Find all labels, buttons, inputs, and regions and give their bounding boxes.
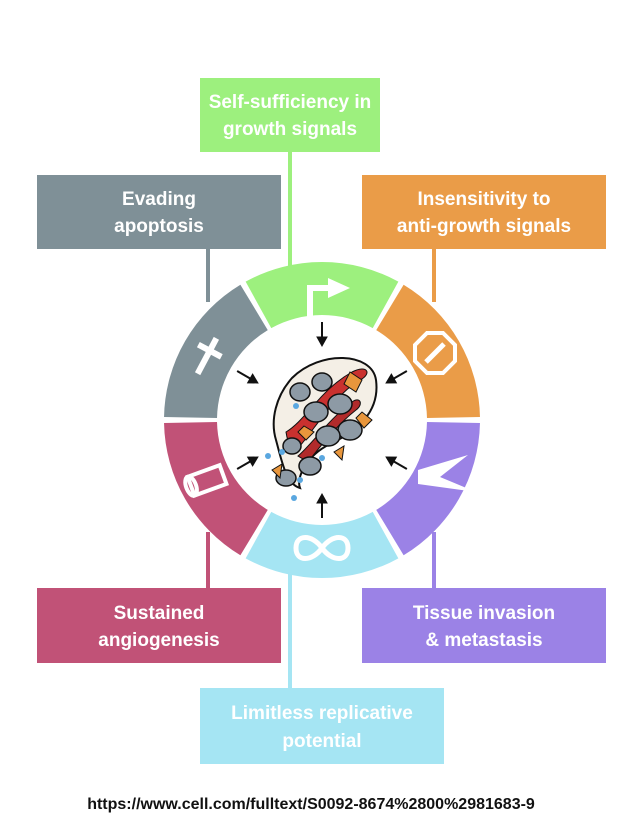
label-growth-signals-line1: Self-sufficiency in [209,92,372,113]
label-invasion-line2: & metastasis [425,630,542,651]
label-angiogenesis-line1: Sustained [114,603,205,624]
label-invasion-line1: Tissue invasion [413,603,555,624]
box-apoptosis: Evading apoptosis [37,175,281,249]
jagged-invasion-icon [418,455,476,492]
box-anti-growth: Insensitivity to anti-growth signals [362,175,606,249]
arrow-from-angiogenesis [236,456,259,470]
no-entry-icon [413,331,457,375]
tumor-cells-illustration [265,357,378,501]
cross-icon [194,336,223,376]
label-growth-signals-line2: growth signals [223,119,357,140]
box-angiogenesis: Sustained angiogenesis [37,588,281,663]
ring-segment-growth-signals [245,262,399,329]
arrow-from-growth [316,322,328,348]
label-apoptosis-line2: apoptosis [114,216,204,237]
blood-vessel-icon [183,462,230,499]
connector-lines [206,152,436,690]
label-replicative-line1: Limitless replicative [231,703,413,724]
arrow-from-replicative [316,492,328,518]
box-replicative: Limitless replicative potential [200,688,444,764]
arrow-from-anti-growth [385,370,408,384]
infinity-icon [293,535,351,561]
label-anti-growth-line2: anti-growth signals [397,216,571,237]
ring-segment-invasion [376,422,480,556]
arrow-from-apoptosis [236,370,259,384]
inward-arrows [236,322,408,518]
ring-segment-anti-growth [376,284,480,418]
box-invasion: Tissue invasion & metastasis [362,588,606,663]
arrow-turn-right-icon [307,278,350,318]
arrow-from-invasion [385,456,408,470]
label-replicative-line2: potential [282,731,361,752]
label-apoptosis-line1: Evading [122,189,196,210]
box-growth-signals: Self-sufficiency in growth signals [200,78,380,152]
label-angiogenesis-line2: angiogenesis [98,630,219,651]
source-url[interactable]: https://www.cell.com/fulltext/S0092-8674… [87,796,535,813]
label-anti-growth-line1: Insensitivity to [417,189,550,210]
